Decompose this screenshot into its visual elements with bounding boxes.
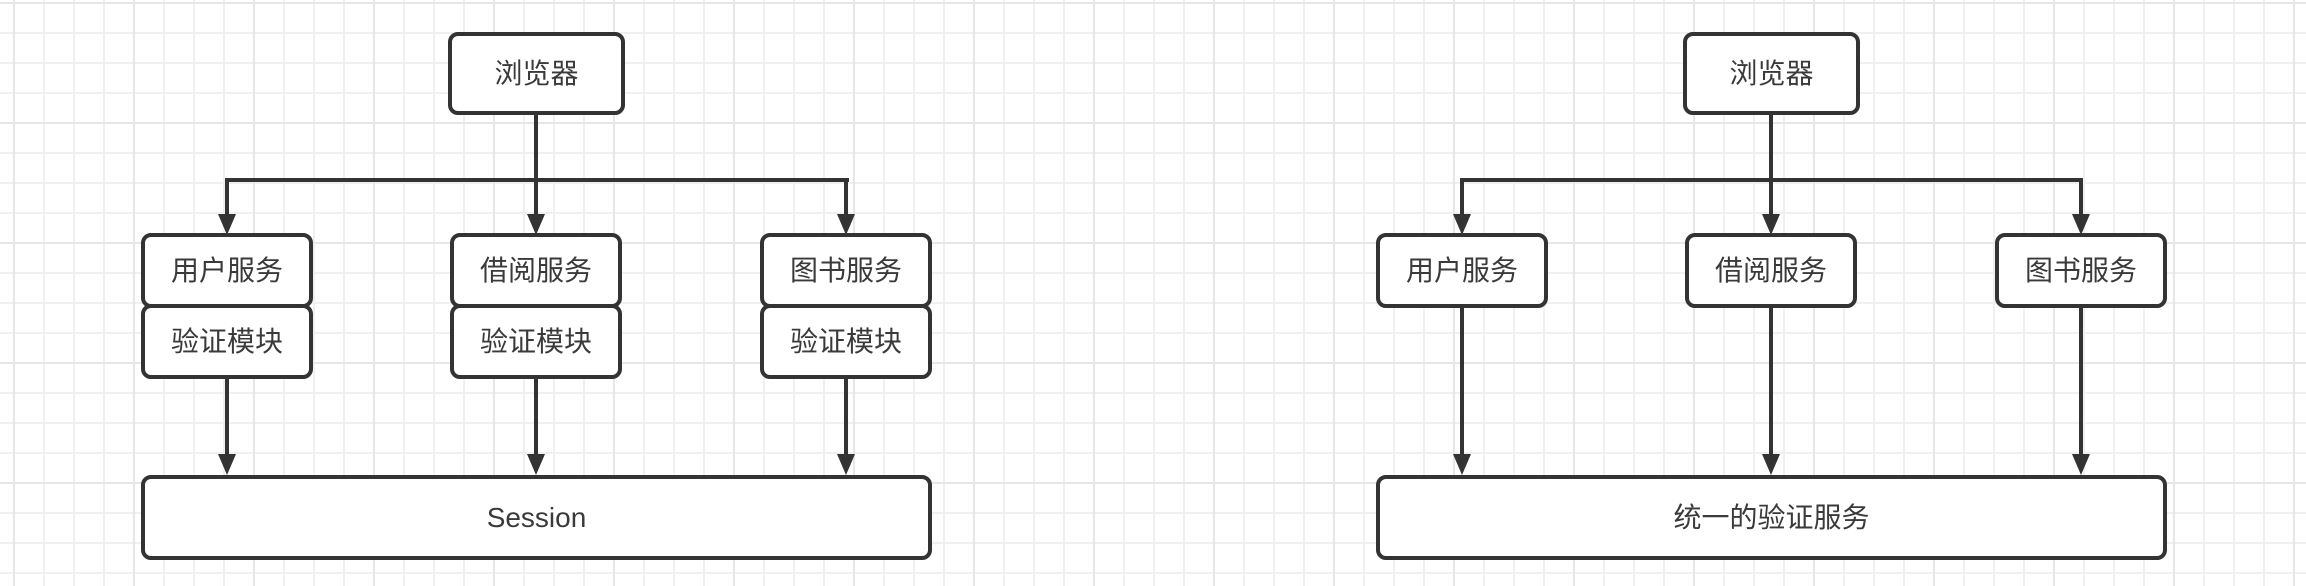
arrowhead-down bbox=[218, 214, 236, 235]
arrowhead-down bbox=[2072, 214, 2090, 235]
node-label: 图书服务 bbox=[2024, 254, 2137, 286]
arrowhead-down bbox=[527, 454, 545, 475]
connector-branch-to-user-service bbox=[225, 178, 229, 216]
node-browser: 浏览器 bbox=[448, 32, 625, 115]
node-book-service: 图书服务 bbox=[1995, 233, 2167, 308]
connector-module-to-session bbox=[225, 377, 229, 455]
node-label: 验证模块 bbox=[479, 325, 592, 357]
connector-module-to-session bbox=[844, 377, 848, 455]
connector-browser-to-borrow-service bbox=[534, 113, 538, 216]
arrowhead-down bbox=[837, 214, 855, 235]
node-label: 借阅服务 bbox=[1714, 254, 1827, 286]
node-label: 图书服务 bbox=[789, 254, 902, 286]
node-label: 验证模块 bbox=[789, 325, 902, 357]
connector-branch-to-book-service bbox=[844, 178, 848, 216]
arrowhead-down bbox=[218, 454, 236, 475]
connector-branch-to-book-service bbox=[2079, 178, 2083, 216]
arrowhead-down bbox=[837, 454, 855, 475]
arrowhead-down bbox=[2072, 454, 2090, 475]
node-user-service: 用户服务 bbox=[1376, 233, 1548, 308]
node-label: 用户服务 bbox=[1405, 254, 1518, 286]
node-label: 统一的验证服务 bbox=[1673, 501, 1870, 533]
arrowhead-down bbox=[527, 214, 545, 235]
node-borrow-service: 借阅服务 bbox=[1685, 233, 1857, 308]
arrowhead-down bbox=[1453, 214, 1471, 235]
connector-branch-to-user-service bbox=[1460, 178, 1464, 216]
node-label: 验证模块 bbox=[170, 325, 283, 357]
node-auth-module-1: 验证模块 bbox=[141, 304, 313, 379]
connector-branch-line bbox=[225, 178, 849, 182]
node-label: 用户服务 bbox=[170, 254, 283, 286]
arrowhead-down bbox=[1762, 454, 1780, 475]
connector-browser-to-borrow-service bbox=[1769, 113, 1773, 216]
node-label: 借阅服务 bbox=[479, 254, 592, 286]
connector-service-to-auth bbox=[1460, 306, 1464, 455]
arrowhead-down bbox=[1453, 454, 1471, 475]
connector-service-to-auth bbox=[2079, 306, 2083, 455]
connector-branch-line bbox=[1460, 178, 2083, 182]
node-session: Session bbox=[141, 475, 932, 560]
node-label: 浏览器 bbox=[494, 57, 579, 89]
node-unified-auth-service: 统一的验证服务 bbox=[1376, 475, 2167, 560]
arrowhead-down bbox=[1762, 214, 1780, 235]
node-label: Session bbox=[486, 501, 587, 533]
node-label: 浏览器 bbox=[1729, 57, 1814, 89]
connector-module-to-session bbox=[534, 377, 538, 455]
node-browser: 浏览器 bbox=[1683, 32, 1860, 115]
connector-service-to-auth bbox=[1769, 306, 1773, 455]
